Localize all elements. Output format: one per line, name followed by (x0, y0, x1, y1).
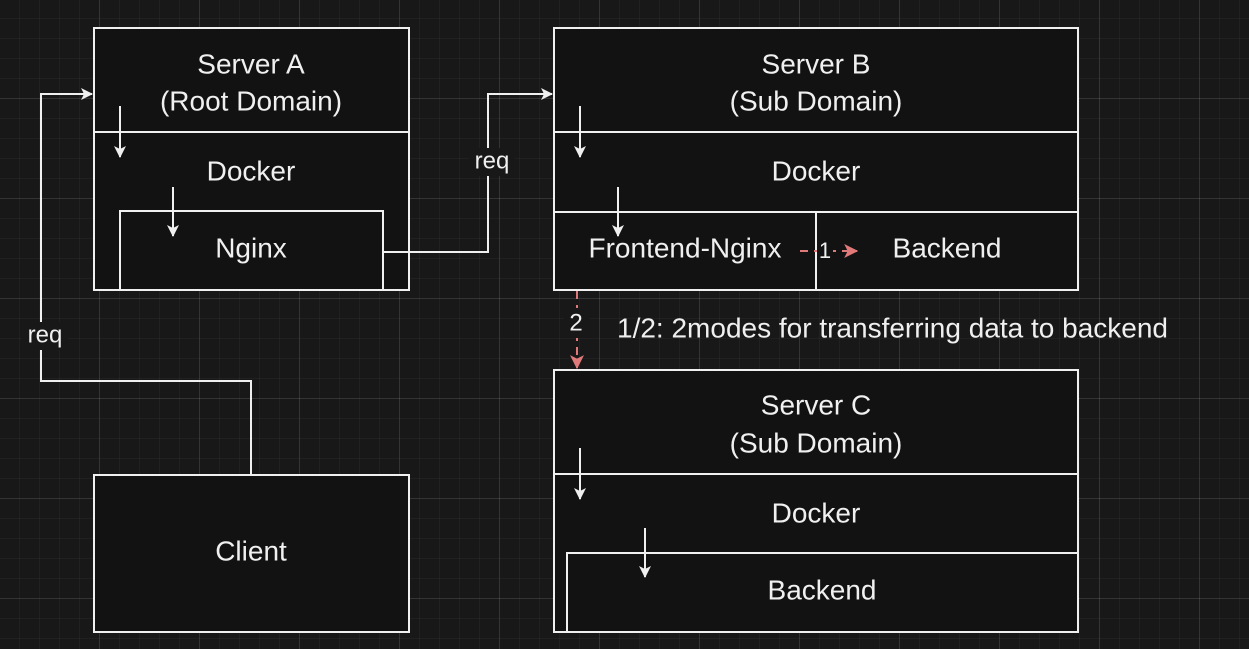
client-to-server-a-arrow (40, 88, 252, 475)
server-c-subtitle: (Sub Domain) (730, 427, 903, 458)
server-c-header (553, 369, 1079, 475)
nginx-req-label: req (475, 147, 510, 174)
server-b-frontend-nginx (553, 211, 817, 291)
server-b-frontend-label: Frontend-Nginx (589, 232, 782, 263)
client-box (93, 474, 410, 633)
nginx-req-label-bg (469, 148, 515, 176)
client: Client (93, 474, 410, 633)
server-a-nginx (119, 210, 384, 291)
server-b-docker-label: Docker (772, 155, 861, 186)
mode-1-label: 1 (819, 238, 831, 263)
server-a-subtitle: (Root Domain) (160, 85, 342, 116)
server-a-nginx-label: Nginx (215, 232, 287, 263)
server-b-subtitle: (Sub Domain) (730, 85, 903, 116)
server-c: Server C (Sub Domain) Docker Backend (553, 369, 1079, 633)
mode-1-label-bg (817, 238, 833, 264)
server-b-docker (553, 131, 1079, 213)
client-req-label-bg (22, 322, 68, 350)
server-b: Server B (Sub Domain) Docker Frontend-Ng… (553, 27, 1079, 291)
server-c-backend (566, 552, 1079, 633)
mode-2-label: 2 (569, 309, 582, 336)
server-a: Server A (Root Domain) Docker Nginx (93, 27, 410, 291)
mode-2-label-bg (564, 308, 590, 338)
server-a-docker-label: Docker (207, 155, 296, 186)
client-req-label: req (28, 321, 63, 348)
server-c-docker-label: Docker (772, 497, 861, 528)
server-a-title: Server A (197, 48, 305, 79)
modes-note: 1/2: 2modes for transferring data to bac… (617, 312, 1168, 343)
server-c-backend-label: Backend (768, 574, 877, 605)
server-b-title: Server B (762, 48, 871, 79)
server-a-header (93, 27, 410, 133)
client-label: Client (215, 535, 287, 566)
server-b-header (553, 27, 1079, 133)
server-b-backend-label: Backend (893, 232, 1002, 263)
server-c-title: Server C (761, 389, 871, 420)
